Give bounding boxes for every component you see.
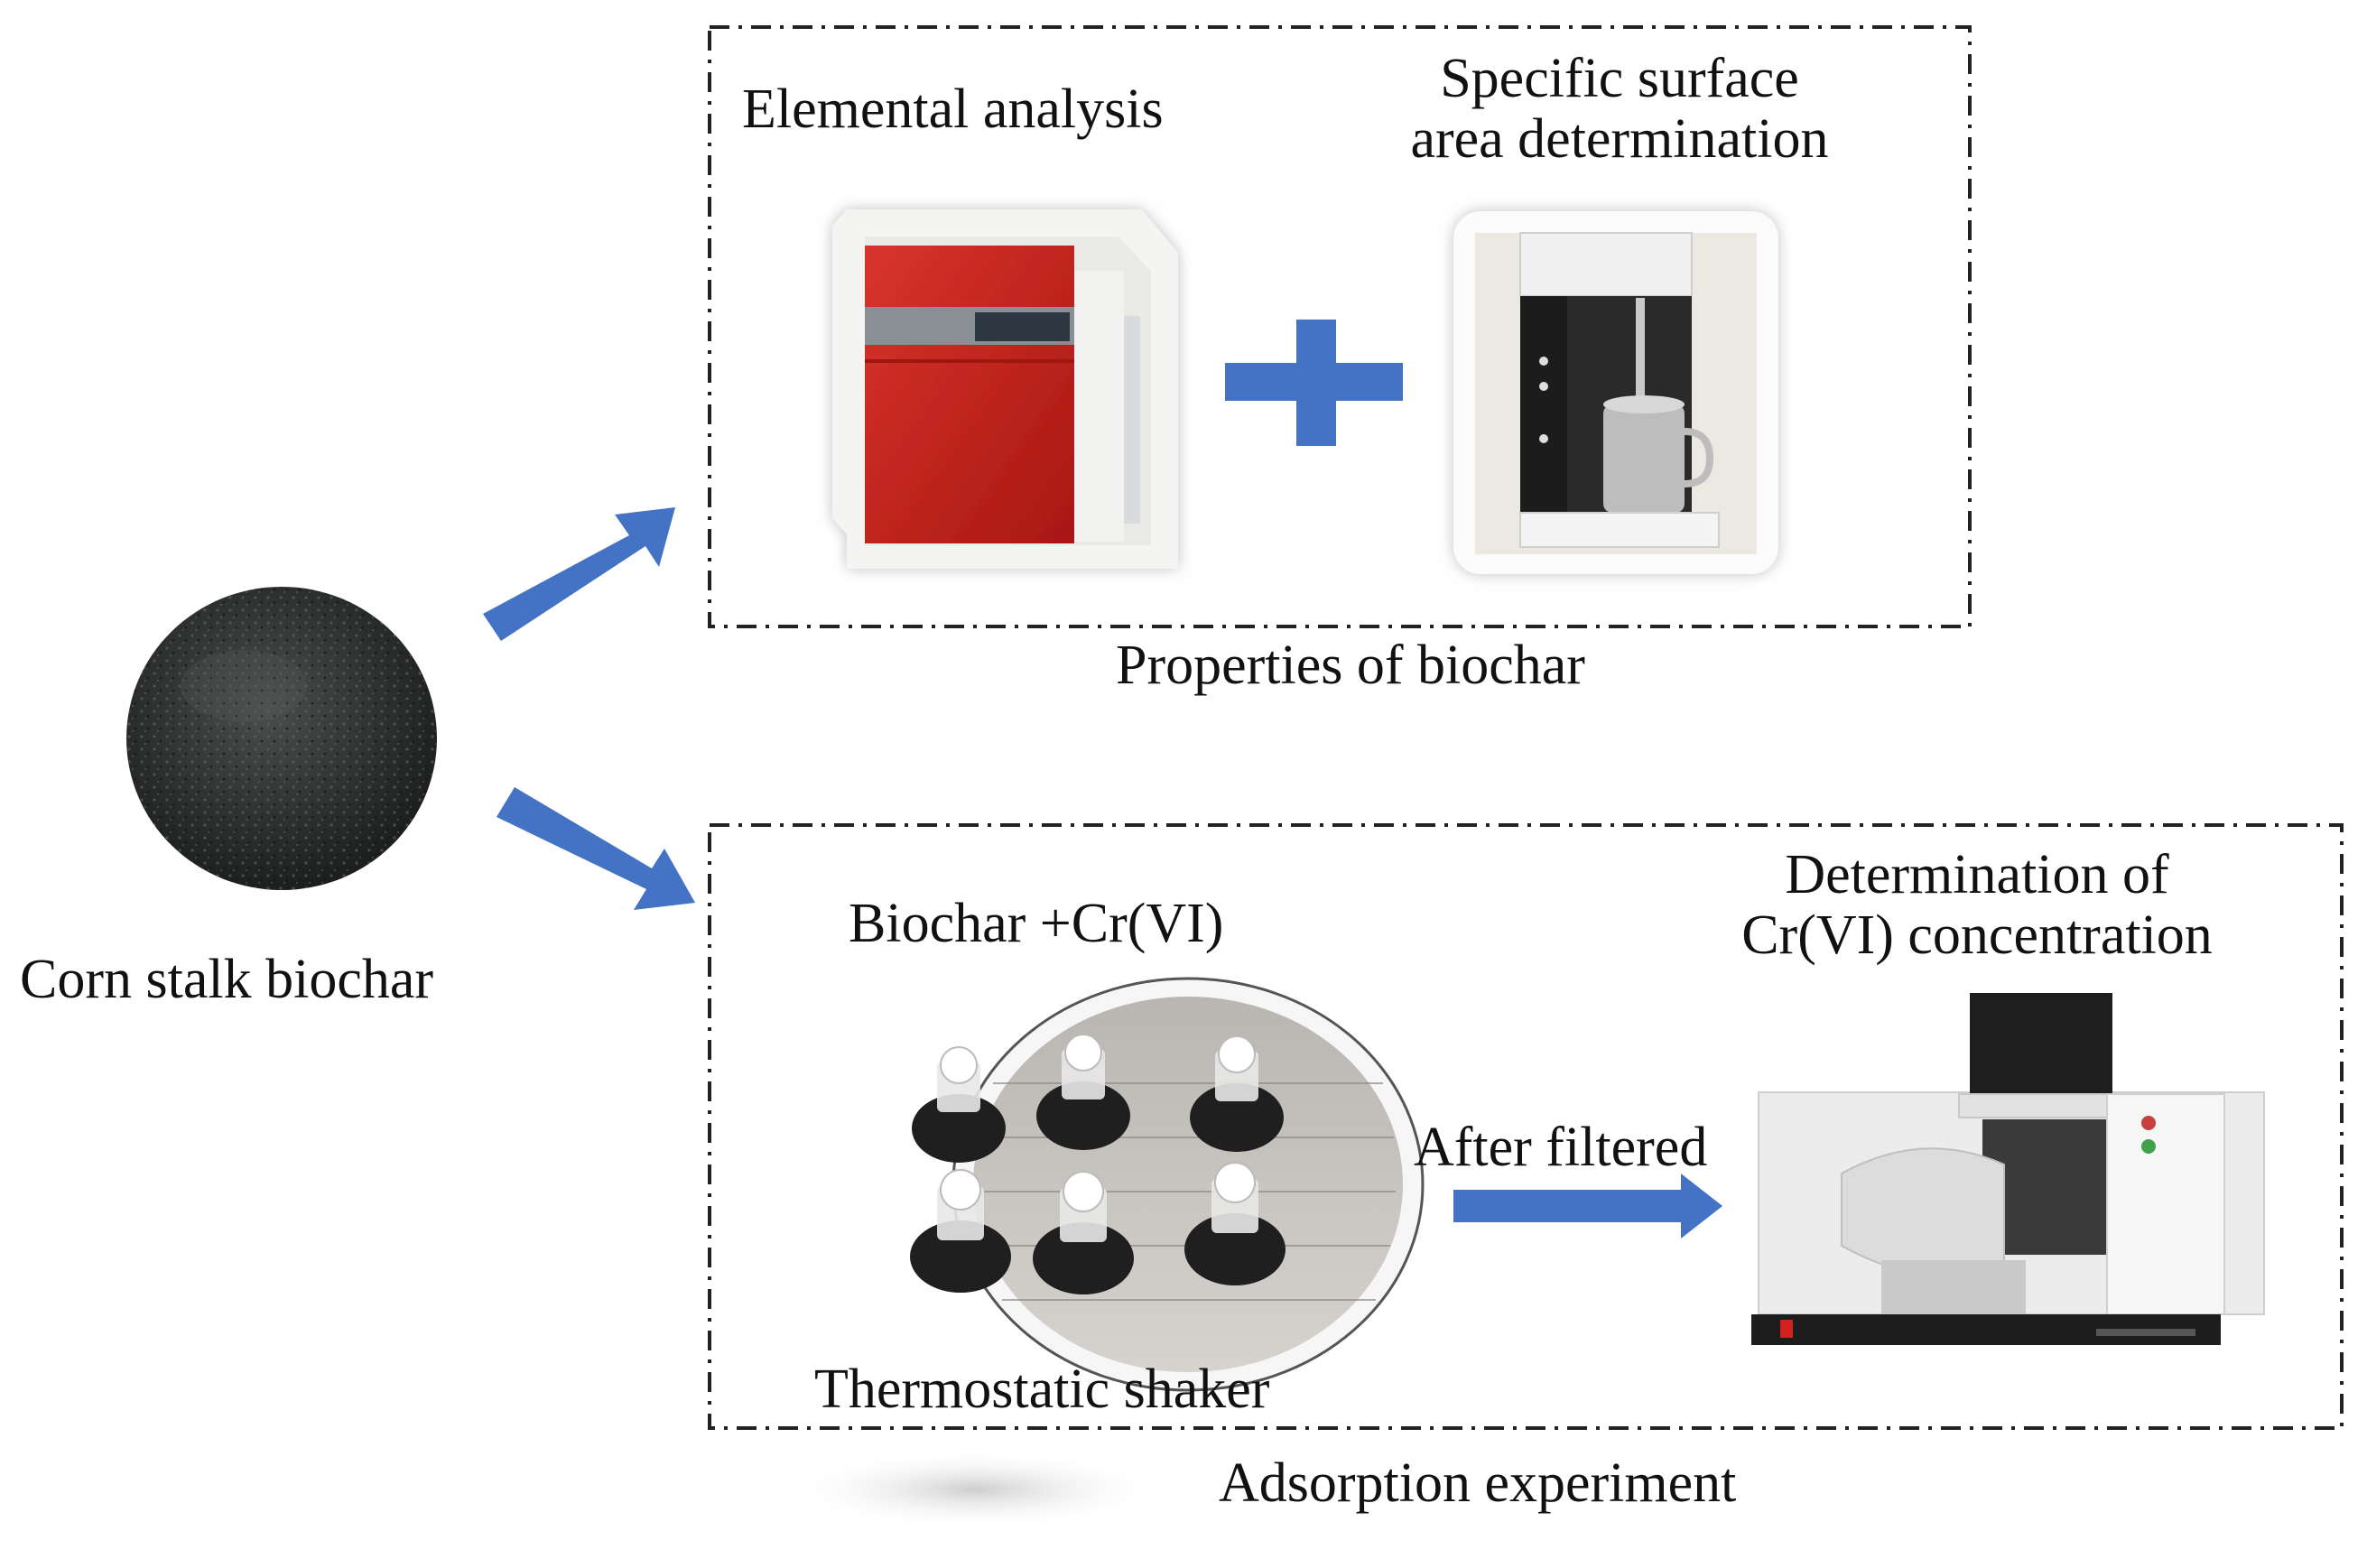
flask (1036, 1034, 1130, 1150)
determination-label-line1: Determination of (1785, 844, 2169, 905)
properties-box (708, 25, 1972, 628)
corn-stalk-label: Corn stalk biochar (20, 949, 434, 1010)
flask (1184, 1162, 1286, 1285)
plus-icon (1225, 320, 1403, 446)
flask (1190, 1035, 1284, 1152)
surface-area-label-line1: Specific surface (1440, 48, 1799, 109)
biochar-cr-label: Biochar +Cr(VI) (849, 893, 1224, 954)
decorative-shadow (785, 1450, 1165, 1529)
surface-area-analyzer-image (1453, 211, 1778, 574)
shaker-image (951, 977, 1425, 1392)
flask (912, 1046, 1006, 1163)
surface-area-label: Specific surface area determination (1341, 49, 1898, 170)
surface-area-label-line2: area determination (1410, 107, 1829, 170)
arrow-after-filtered (1453, 1174, 1722, 1239)
determination-label-line2: Cr(VI) concentration (1741, 904, 2213, 966)
adsorption-caption: Adsorption experiment (1219, 1452, 1737, 1514)
after-filtered-label: After filtered (1414, 1117, 1708, 1178)
arrow-to-adsorption (497, 787, 695, 910)
determination-label: Determination of Cr(VI) concentration (1679, 845, 2275, 966)
flask (1033, 1171, 1134, 1294)
flask (910, 1169, 1011, 1293)
elemental-analyzer-image (832, 209, 1178, 569)
thermostatic-shaker-label: Thermostatic shaker (814, 1359, 1270, 1420)
spectrometer-image (1751, 993, 2265, 1345)
elemental-analysis-label: Elemental analysis (742, 79, 1164, 140)
adsorption-box (708, 823, 2344, 1430)
arrow-to-properties (483, 507, 675, 641)
properties-caption: Properties of biochar (1116, 635, 1585, 696)
biochar-sample-image (126, 587, 437, 890)
